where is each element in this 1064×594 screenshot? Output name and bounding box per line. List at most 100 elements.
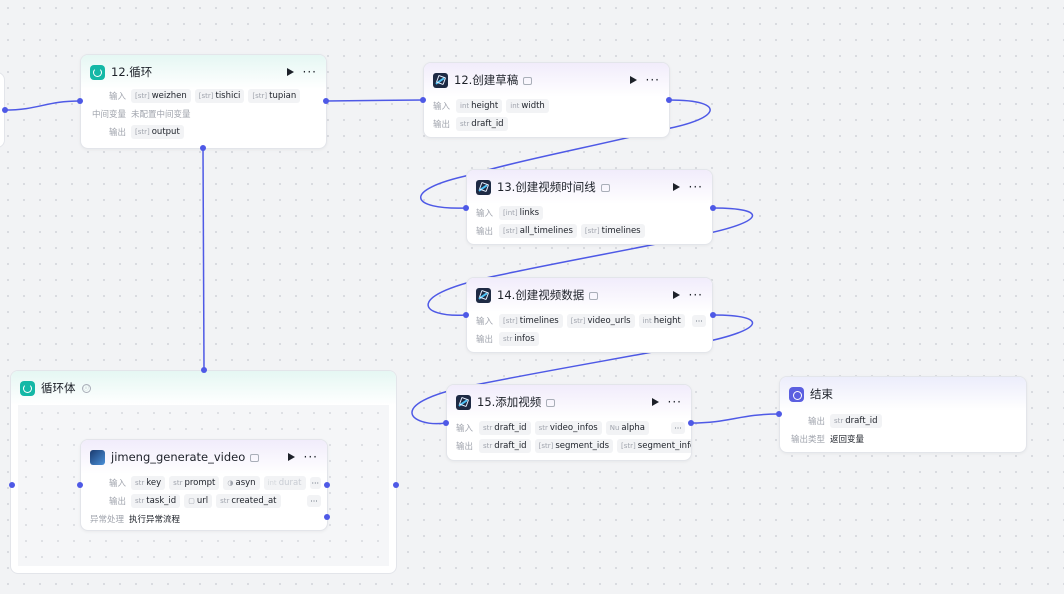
port-loop-body-out[interactable] — [200, 145, 206, 151]
batch-icon — [250, 454, 260, 462]
port-loop-in[interactable] — [77, 98, 83, 104]
error-handling-label: 异常处理 — [90, 515, 125, 525]
play-icon[interactable] — [629, 76, 637, 84]
edge-loop-body — [202, 147, 205, 371]
param-tag: [str]tupian — [248, 89, 301, 103]
param-tag: [int]links — [499, 206, 544, 220]
more-button[interactable]: ··· — [688, 180, 703, 194]
loop-icon — [90, 64, 105, 80]
edge-start-loop — [3, 100, 81, 111]
play-icon[interactable] — [286, 68, 294, 76]
port-jimeng-error-out[interactable] — [324, 514, 330, 520]
param-tag: [str]all_timelines — [499, 224, 577, 238]
output-type-value: 返回变量 — [830, 435, 865, 445]
param-tag: [str]output — [131, 125, 184, 139]
port-videodata-out[interactable] — [710, 312, 716, 318]
port-timeline-in[interactable] — [463, 205, 469, 211]
port-draft-in[interactable] — [420, 97, 426, 103]
more-button[interactable]: ··· — [645, 73, 660, 87]
port-jimeng-in[interactable] — [77, 482, 83, 488]
info-icon[interactable]: ⓘ — [81, 383, 91, 393]
output-label: 输出 — [476, 335, 494, 345]
loop-icon — [20, 380, 35, 396]
node-title: 15.添加视频 — [477, 395, 542, 409]
edge-addvideo-end — [690, 413, 780, 424]
more-button[interactable]: ··· — [667, 395, 682, 409]
node-title: 14.创建视频数据 — [497, 288, 585, 302]
input-label: 输入 — [456, 424, 474, 434]
param-tag: [str]weizhen — [131, 89, 191, 103]
more-params-button[interactable]: ··· — [692, 315, 706, 327]
more-params-button[interactable]: ··· — [309, 477, 321, 489]
output-label: 输出 — [456, 442, 474, 452]
create-timeline-node-13[interactable]: 13.创建视频时间线 ··· 输入 [int]links 输出 [str]all… — [466, 169, 713, 245]
end-icon — [789, 386, 804, 402]
mid-var-label: 中间变量 — [91, 110, 126, 120]
node-title: 12.循环 — [111, 65, 153, 79]
port-loopbody-end[interactable] — [393, 482, 399, 488]
plugin-icon — [433, 72, 448, 88]
output-label: 输出 — [807, 417, 825, 427]
more-button[interactable]: ··· — [688, 288, 703, 302]
port-end-in[interactable] — [776, 411, 782, 417]
node-title: 12.创建草稿 — [454, 73, 519, 87]
play-icon[interactable] — [287, 453, 295, 461]
node-title: 13.创建视频时间线 — [497, 180, 596, 194]
plugin-icon — [476, 287, 491, 303]
play-icon[interactable] — [651, 398, 659, 406]
play-icon[interactable] — [672, 183, 680, 191]
port-loop-body-in[interactable] — [201, 367, 207, 373]
port-addvideo-in[interactable] — [443, 420, 449, 426]
output-label: 输出 — [476, 227, 494, 237]
batch-icon — [523, 77, 533, 85]
param-tag: ◑asyn — [223, 476, 260, 490]
port-draft-out[interactable] — [666, 97, 672, 103]
batch-icon — [546, 399, 556, 407]
more-params-button[interactable]: ··· — [671, 422, 685, 434]
more-params-button[interactable]: ··· — [307, 495, 321, 507]
plugin-icon — [476, 179, 491, 195]
loop-node-12[interactable]: 12.循环 ··· 输入 [str]weizhen [str]tishici [… — [80, 54, 327, 149]
port-loop-out[interactable] — [323, 98, 329, 104]
input-label: 输入 — [476, 209, 494, 219]
mid-var-value: 未配置中间变量 — [131, 110, 191, 120]
error-handling-value: 执行异常流程 — [129, 515, 181, 525]
port-start-out[interactable] — [2, 107, 8, 113]
param-tag: [str]segment_ids — [534, 439, 614, 453]
node-title: jimeng_generate_video — [111, 450, 246, 464]
port-timeline-out[interactable] — [710, 205, 716, 211]
port-jimeng-out[interactable] — [324, 482, 330, 488]
output-label: 输出 — [108, 128, 126, 138]
param-tag: [str]timelines — [499, 314, 563, 328]
create-videodata-node-14[interactable]: 14.创建视频数据 ··· 输入 [str]timelines [str]vid… — [466, 277, 713, 353]
edge-loop-draft — [325, 99, 424, 102]
port-videodata-in[interactable] — [463, 312, 469, 318]
loop-body-title: 循环体 — [41, 381, 76, 395]
port-loopbody-start[interactable] — [9, 482, 15, 488]
more-button[interactable]: ··· — [303, 450, 318, 464]
param-tag: [str]segment_infos — [617, 439, 691, 453]
output-label: 输出 — [433, 120, 451, 130]
batch-icon — [589, 292, 599, 300]
param-tag: [str]video_urls — [566, 314, 635, 328]
input-label: 输入 — [433, 102, 451, 112]
output-label: 输出 — [108, 497, 126, 507]
play-icon[interactable] — [672, 291, 680, 299]
batch-icon — [600, 184, 610, 192]
more-button[interactable]: ··· — [302, 65, 317, 79]
port-addvideo-out[interactable] — [688, 420, 694, 426]
